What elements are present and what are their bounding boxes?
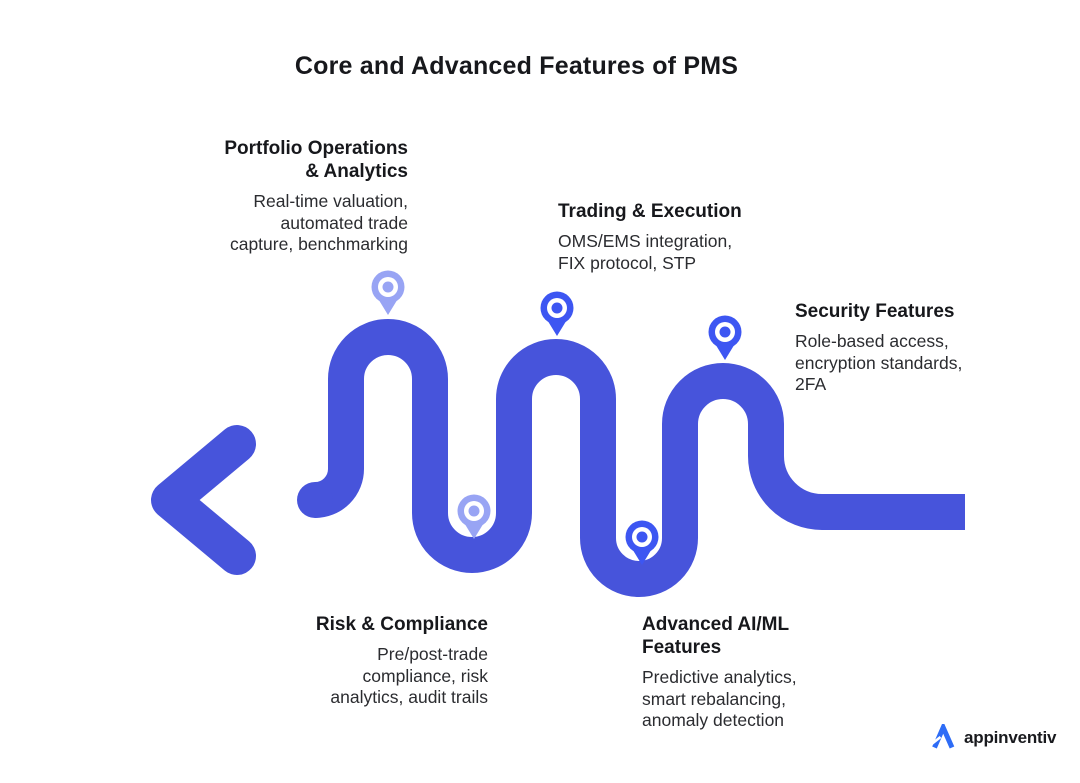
map-pin-icon-risk	[457, 494, 491, 539]
serpentine-path	[313, 319, 965, 597]
feature-heading: Advanced AI/ML Features	[642, 614, 790, 658]
appinventiv-triangle-icon	[930, 724, 955, 749]
feature-heading: Portfolio Operations & Analytics	[224, 138, 408, 182]
map-pin-icon-trading	[540, 291, 574, 336]
feature-risk-compliance: Risk & Compliance Pre/post-trade complia…	[316, 613, 488, 709]
feature-trading-execution: Trading & Execution OMS/EMS integration,…	[558, 200, 742, 274]
feature-body: Predictive analytics, smart rebalancing,…	[642, 667, 797, 730]
feature-body: Role-based access, encryption standards,…	[795, 331, 963, 394]
map-pin-icon-aiml	[625, 520, 659, 565]
arrowhead-icon	[151, 425, 256, 575]
feature-portfolio-operations: Portfolio Operations & Analytics Real-ti…	[224, 137, 408, 256]
feature-body: Pre/post-trade compliance, risk analytic…	[330, 644, 488, 707]
feature-security-features: Security Features Role-based access, enc…	[795, 300, 962, 396]
feature-heading: Security Features	[795, 301, 955, 322]
feature-heading: Trading & Execution	[558, 201, 742, 222]
path-end-cap	[297, 482, 333, 518]
logo-wordmark: appinventiv	[964, 727, 1057, 747]
diagram-title: Core and Advanced Features of PMS	[294, 52, 739, 80]
feature-advanced-aiml: Advanced AI/ML Features Predictive analy…	[642, 613, 797, 732]
map-pin-icon-security	[708, 315, 742, 360]
feature-heading: Risk & Compliance	[315, 614, 488, 635]
map-pin-icon-portfolio	[371, 270, 405, 315]
appinventiv-logo: appinventiv	[930, 724, 1056, 751]
feature-body: Real-time valuation, automated trade cap…	[229, 191, 408, 254]
feature-body: OMS/EMS integration, FIX protocol, STP	[558, 231, 733, 273]
